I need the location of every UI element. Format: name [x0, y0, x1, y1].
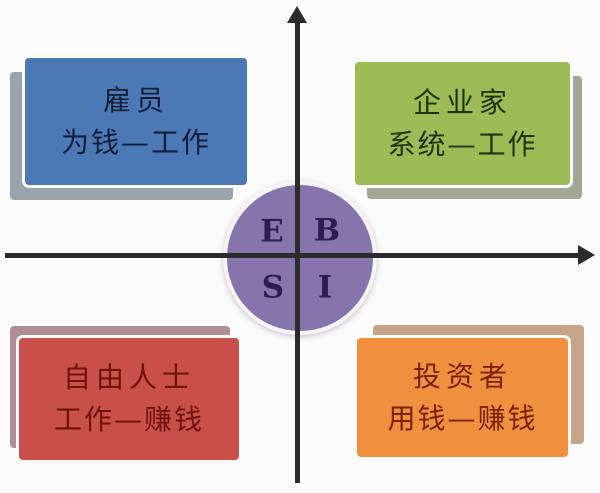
letter-i: I [317, 269, 333, 306]
letter-e: E [260, 213, 284, 250]
self-employed-title: 自由人士 [62, 361, 195, 394]
employee-title: 雇员 [102, 83, 169, 117]
investor-quadrant-box: 投资者 用钱—赚钱 [357, 338, 568, 457]
employee-quadrant-box: 雇员 为钱—工作 [25, 58, 247, 185]
horizontal-axis-line [5, 253, 582, 258]
investor-title: 投资者 [412, 359, 512, 393]
self-employed-subtitle: 工作—赚钱 [53, 403, 204, 436]
entrepreneur-quadrant-box: 企业家 系统—工作 [355, 62, 570, 185]
investor-subtitle: 用钱—赚钱 [387, 401, 538, 435]
right-arrow-icon [578, 245, 595, 265]
letter-b: B [313, 212, 341, 249]
employee-subtitle: 为钱—工作 [60, 125, 211, 159]
letter-s: S [261, 269, 285, 306]
vertical-axis-line [295, 20, 300, 483]
up-arrow-icon [287, 6, 307, 23]
self-employed-quadrant-box: 自由人士 工作—赚钱 [19, 338, 239, 460]
esbi-center-circle [223, 181, 377, 335]
entrepreneur-subtitle: 系统—工作 [387, 127, 538, 161]
entrepreneur-title: 企业家 [412, 85, 512, 119]
